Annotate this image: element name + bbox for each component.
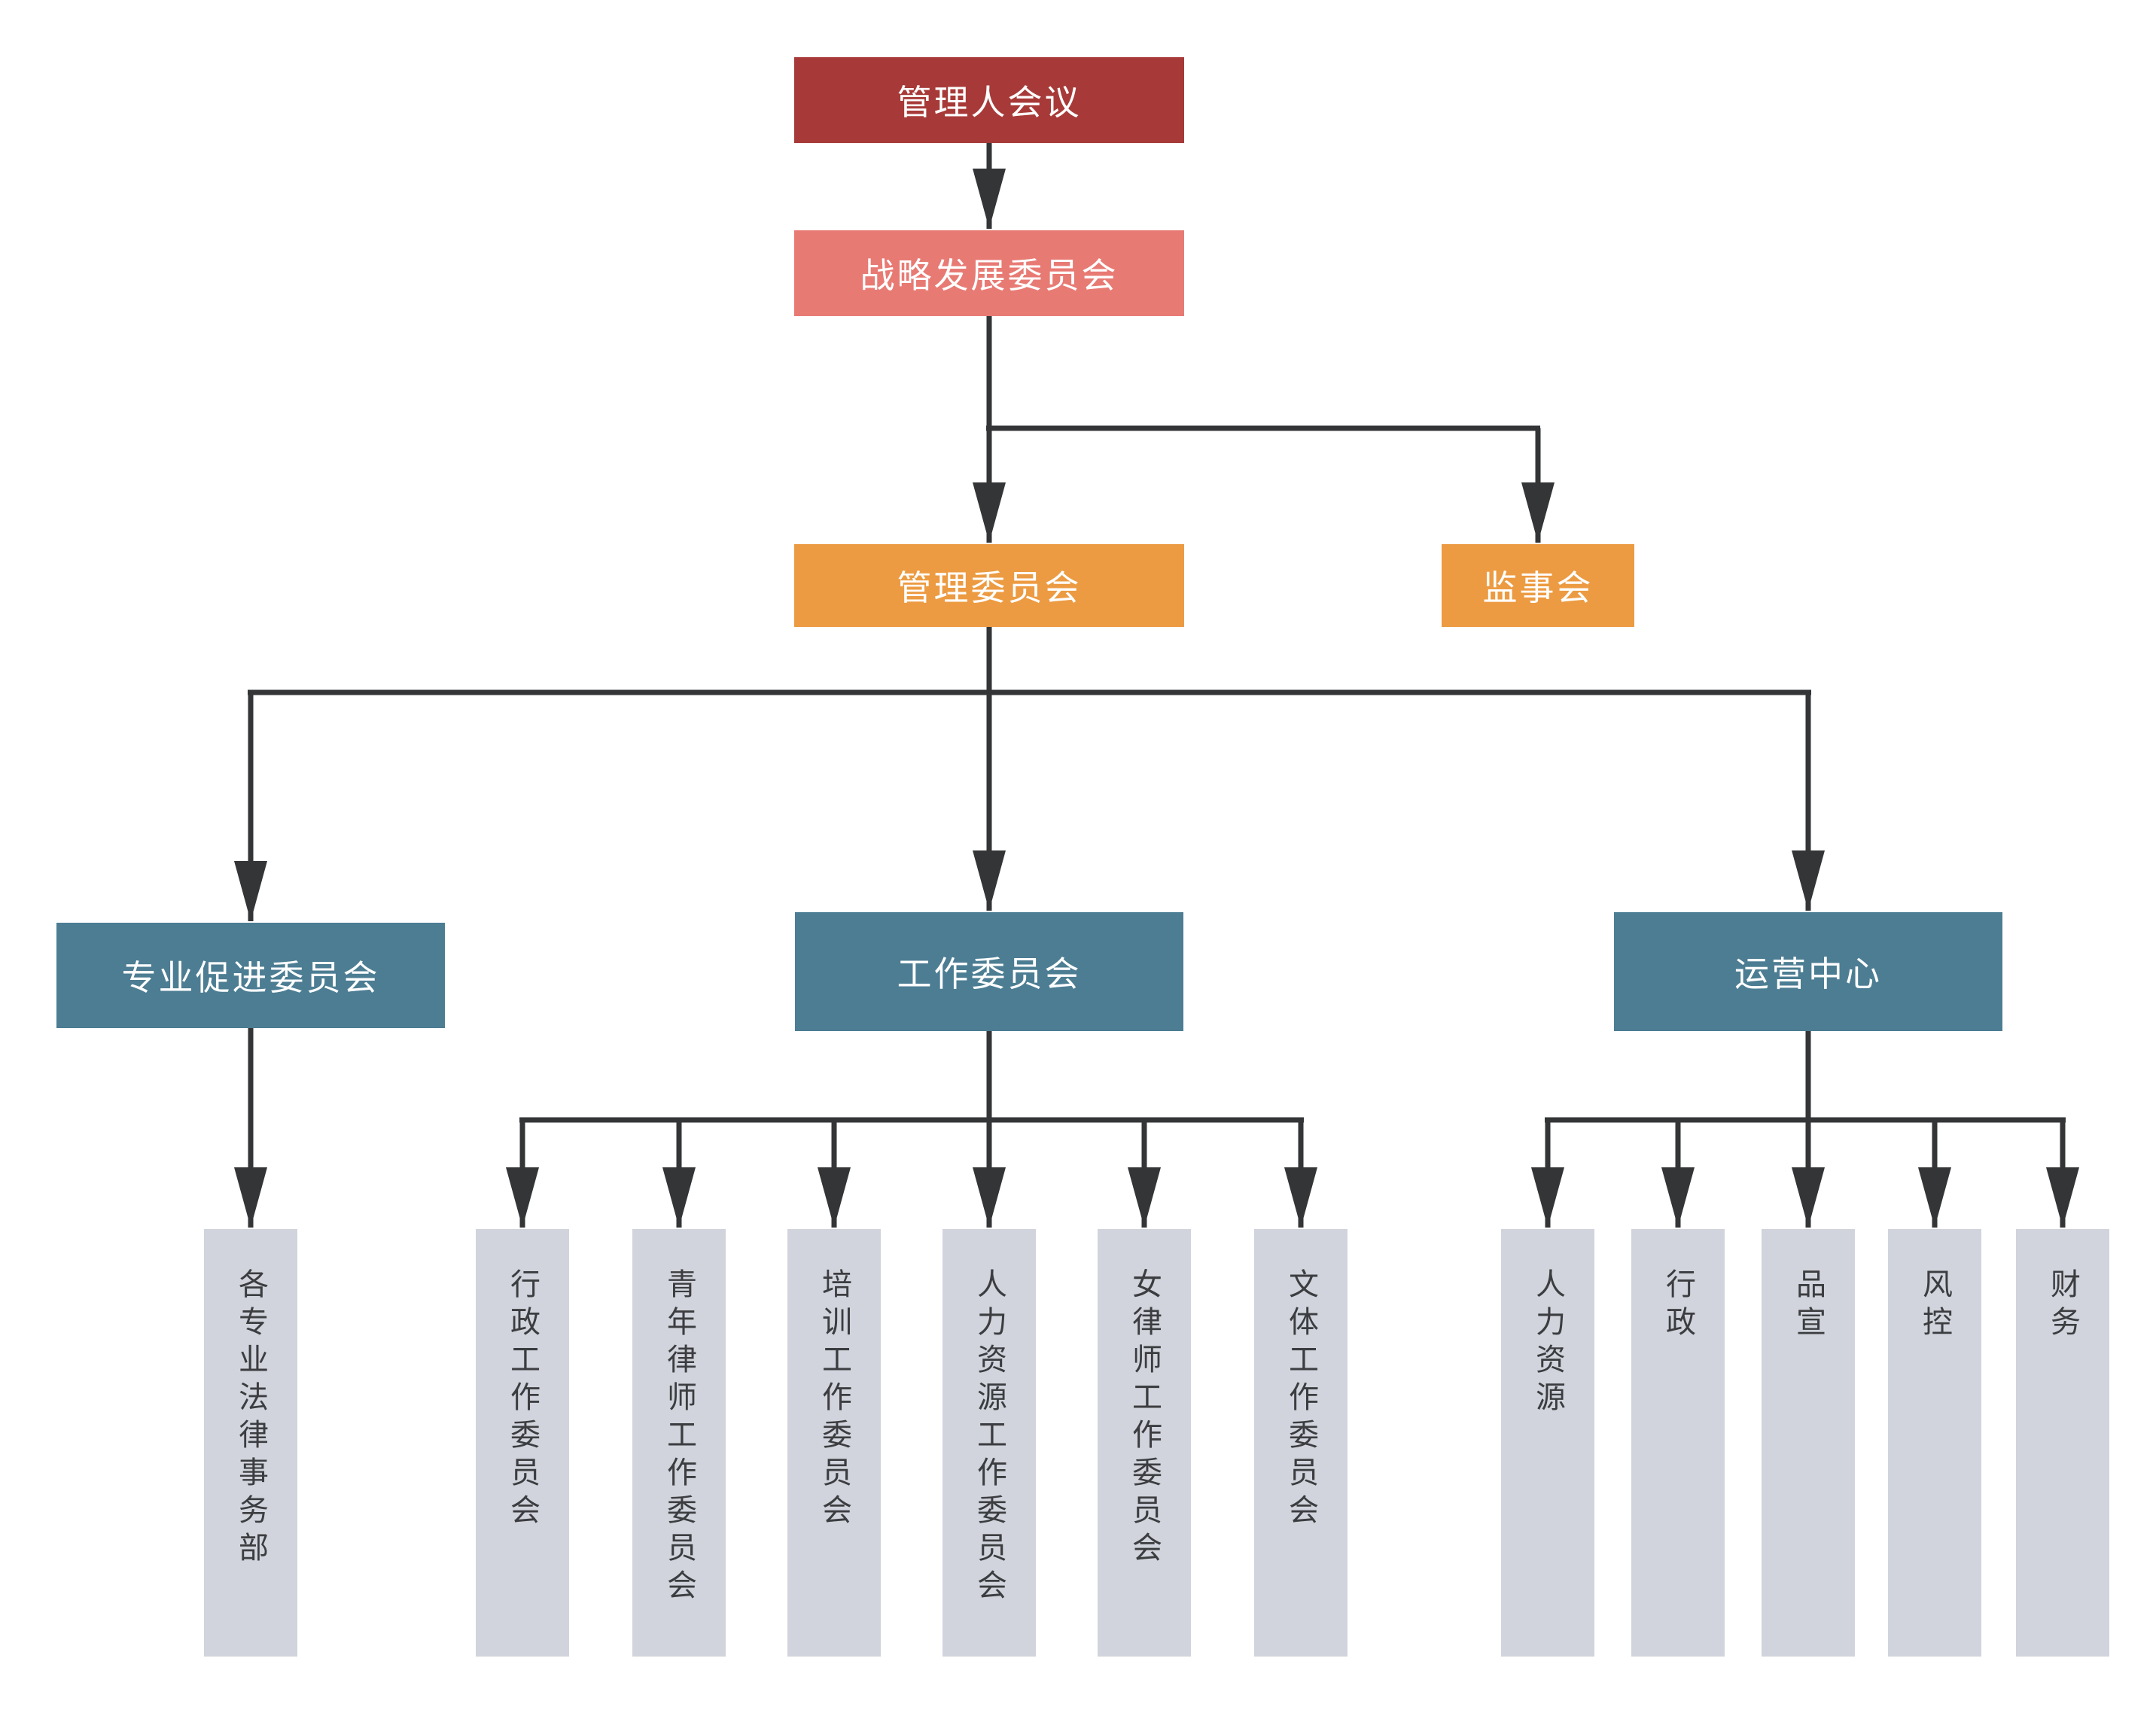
- leaf-risk-control: 风控: [1888, 1229, 1981, 1657]
- leaf-culture-sports-work-committee: 文体工作委员会: [1254, 1229, 1348, 1657]
- leaf-human-resources: 人力资源: [1501, 1229, 1594, 1657]
- leaf-label: 行政工作委员会: [506, 1268, 539, 1532]
- leaf-label: 培训工作委员会: [818, 1268, 851, 1532]
- leaf-young-lawyers-work-committee: 青年律师工作委员会: [632, 1229, 726, 1657]
- node-professional-promotion-committee: 专业促进委员会: [56, 923, 445, 1028]
- leaf-label: 各专业法律事务部: [234, 1268, 267, 1569]
- leaf-label: 青年律师工作委员会: [662, 1268, 696, 1607]
- leaf-women-lawyers-work-committee: 女律师工作委员会: [1098, 1229, 1191, 1657]
- leaf-hr-work-committee: 人力资源工作委员会: [942, 1229, 1036, 1657]
- leaf-legal-affairs-departments: 各专业法律事务部: [204, 1229, 297, 1657]
- leaf-administration: 行政: [1631, 1229, 1725, 1657]
- leaf-brand-publicity: 品宣: [1762, 1229, 1855, 1657]
- leaf-label: 风控: [1918, 1268, 1951, 1343]
- node-management-committee: 管理委员会: [794, 544, 1184, 627]
- leaf-training-work-committee: 培训工作委员会: [787, 1229, 881, 1657]
- leaf-label: 财务: [2046, 1268, 2079, 1343]
- node-operations-center: 运营中心: [1614, 912, 2002, 1031]
- leaf-label: 品宣: [1792, 1268, 1825, 1343]
- node-managers-meeting: 管理人会议: [794, 57, 1184, 143]
- node-supervisory-board: 监事会: [1442, 544, 1634, 627]
- leaf-label: 女律师工作委员会: [1128, 1268, 1161, 1569]
- leaf-label: 行政: [1661, 1268, 1695, 1343]
- node-strategy-development-committee: 战略发展委员会: [794, 230, 1184, 316]
- leaf-label: 文体工作委员会: [1284, 1268, 1317, 1532]
- node-work-committee: 工作委员会: [795, 912, 1183, 1031]
- leaf-label: 人力资源工作委员会: [973, 1268, 1006, 1607]
- leaf-administrative-work-committee: 行政工作委员会: [476, 1229, 569, 1657]
- leaf-finance: 财务: [2016, 1229, 2109, 1657]
- leaf-label: 人力资源: [1531, 1268, 1564, 1419]
